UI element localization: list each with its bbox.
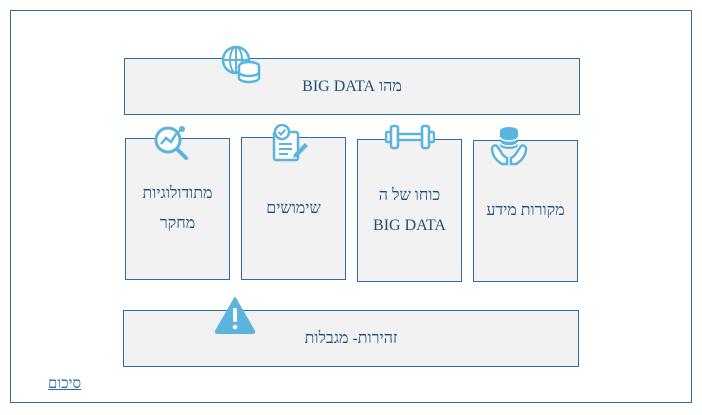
data-sources-button[interactable]: מקורות מידע — [473, 140, 578, 282]
caution-limitations-button[interactable]: זהירות- מגבלות — [123, 310, 579, 367]
analytics-magnifier-icon — [154, 126, 188, 160]
what-is-big-data-label: מהו BIG DATA — [302, 77, 402, 95]
data-sources-label: מקורות מידע — [486, 202, 565, 219]
database-hands-icon — [490, 127, 528, 166]
caution-limitations-label: זהירות- מגבלות — [304, 329, 398, 347]
checklist-pencil-icon — [272, 124, 308, 162]
globe-database-icon — [221, 45, 261, 84]
warning-triangle-icon — [214, 297, 256, 334]
slide-frame — [10, 10, 692, 403]
summary-link[interactable]: סיכום — [48, 376, 81, 392]
uses-label: שימושים — [266, 199, 321, 217]
dumbbell-icon — [385, 124, 435, 150]
research-methodologies-label: מתודולוגיות מחקר — [142, 185, 213, 232]
what-is-big-data-button[interactable]: מהו BIG DATA — [124, 58, 580, 115]
power-of-big-data-button[interactable]: כוחו של ה BIG DATA — [357, 139, 462, 282]
power-of-big-data-label: כוחו של ה BIG DATA — [373, 186, 446, 234]
